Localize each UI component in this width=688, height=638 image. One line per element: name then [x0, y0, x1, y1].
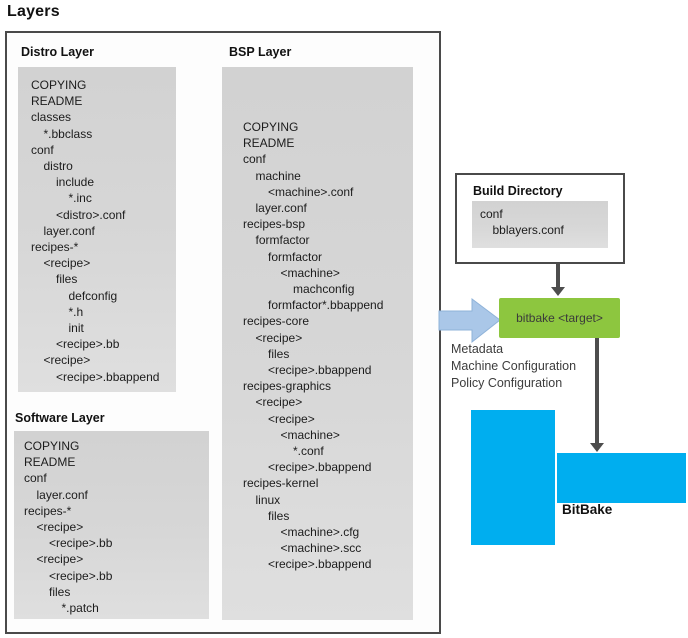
- bitbake-label: BitBake: [562, 502, 613, 517]
- tree-item: formfactor: [268, 249, 323, 264]
- build-directory-box: Build Directory conf bblayers.conf: [455, 173, 625, 264]
- tree-item: layer.conf: [255, 201, 307, 216]
- tree-item: COPYING: [24, 439, 80, 453]
- tree-item: COPYING: [243, 120, 299, 134]
- tree-item: layer.conf: [43, 223, 95, 238]
- tree-item: README: [24, 455, 76, 470]
- tree-item: recipes-kernel: [243, 476, 319, 491]
- tree-item: files: [49, 584, 71, 599]
- tree-item: <recipe>: [36, 552, 84, 567]
- tree-item: recipes-core: [243, 314, 310, 329]
- tree-item: *.patch: [61, 601, 99, 616]
- tree-item: classes: [31, 110, 72, 125]
- tree-item: conf: [31, 142, 54, 157]
- tree-item: <recipe>.bb: [56, 337, 120, 352]
- tree-item: machine: [255, 168, 301, 183]
- bitbake-shape-vertical: [471, 410, 555, 545]
- tree-item: defconfig: [68, 288, 118, 303]
- tree-item: recipes-bsp: [243, 217, 306, 232]
- tree-item: distro: [43, 159, 73, 174]
- software-layer-label: Software Layer: [15, 411, 105, 425]
- tree-item: <recipe>: [268, 411, 315, 426]
- tree-item: files: [56, 272, 78, 287]
- annotation-line: Machine Configuration: [451, 359, 577, 373]
- tree-item: README: [31, 94, 83, 109]
- tree-item: <machine>: [280, 427, 340, 442]
- tree-item: formfactor: [255, 233, 310, 248]
- tree-item: <machine>: [280, 265, 340, 280]
- tree-item: *.h: [68, 304, 84, 319]
- tree-item: <recipe>: [43, 256, 91, 271]
- tree-item: conf: [24, 471, 47, 486]
- tree-item: conf: [243, 152, 266, 167]
- tree-item: recipes-*: [24, 503, 72, 518]
- tree-item: init: [68, 321, 84, 336]
- tree-item: <recipe>: [255, 395, 303, 410]
- bitbake-target-label: bitbake <target>: [516, 311, 603, 325]
- tree-item: <recipe>.bb: [49, 568, 113, 583]
- down-arrowhead-icon: [551, 287, 565, 296]
- right-arrow-icon: [438, 298, 501, 344]
- annotation-line: Metadata: [451, 342, 504, 356]
- bitbake-shape-horizontal: [557, 453, 686, 503]
- tree-item: <recipe>.bbappend: [268, 363, 372, 378]
- tree-item: README: [243, 136, 295, 151]
- tree-item: files: [268, 508, 290, 523]
- down-arrow-icon: [556, 264, 560, 288]
- tree-item: files: [268, 346, 290, 361]
- tree-item: recipes-*: [31, 240, 79, 255]
- tree-item: *.bbclass: [43, 126, 93, 141]
- tree-item: <distro>.conf: [56, 207, 126, 222]
- tree-item: <machine>.conf: [268, 184, 354, 199]
- down-arrow-icon: [595, 338, 599, 444]
- down-arrowhead-icon: [590, 443, 604, 452]
- tree-item: machconfig: [293, 282, 355, 297]
- tree-item: <recipe>: [36, 520, 84, 535]
- annotation-line: Policy Configuration: [451, 376, 563, 390]
- tree-item: COPYING: [31, 78, 87, 92]
- tree-item: <recipe>.bb: [49, 536, 113, 551]
- build-directory-tree: conf bblayers.conf: [472, 201, 608, 248]
- tree-item: layer.conf: [36, 487, 88, 502]
- bsp-layer-label: BSP Layer: [229, 45, 292, 59]
- tree-item: <recipe>.bbappend: [56, 369, 160, 384]
- tree-item: <recipe>.bbappend: [268, 557, 372, 572]
- tree-item: bblayers.conf: [492, 223, 564, 238]
- distro-layer-label: Distro Layer: [21, 45, 94, 59]
- tree-item: recipes-graphics: [243, 379, 332, 394]
- tree-item: <recipe>.bbappend: [268, 460, 372, 475]
- tree-item: <recipe>: [255, 330, 303, 345]
- tree-item: <recipe>: [43, 353, 91, 368]
- tree-item: *.inc: [68, 191, 92, 206]
- tree-item: include: [56, 175, 95, 190]
- tree-item: formfactor*.bbappend: [268, 298, 384, 313]
- tree-item: <machine>.scc: [280, 541, 362, 556]
- bitbake-target-box: bitbake <target>: [499, 298, 620, 338]
- build-directory-label: Build Directory: [473, 184, 563, 198]
- tree-item: *.conf: [293, 444, 324, 459]
- tree-item: <machine>.cfg: [280, 525, 360, 540]
- tree-item: linux: [255, 492, 281, 507]
- tree-item: conf: [480, 207, 503, 221]
- page-title: Layers: [7, 3, 60, 20]
